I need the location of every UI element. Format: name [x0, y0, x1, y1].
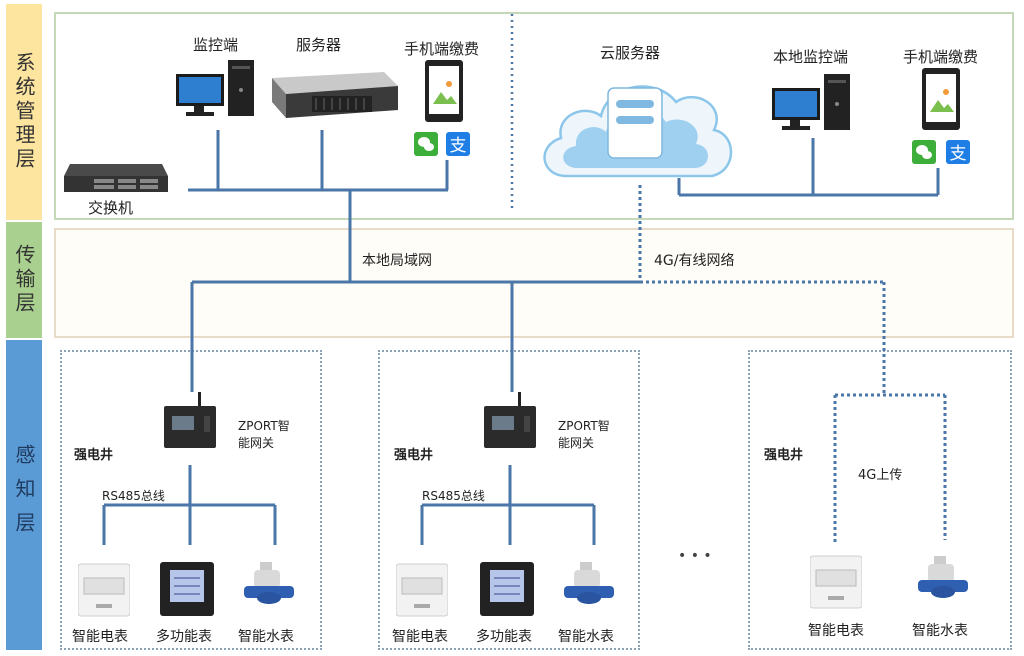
g2-gateway-icon	[484, 392, 540, 458]
g2-gateway-label: ZPORT智 能网关	[558, 418, 610, 452]
g2-device-label-2: 多功能表	[476, 629, 532, 645]
g1-gateway-icon	[164, 392, 220, 458]
g2-smart-electric-meter-icon	[395, 560, 449, 622]
g1-device-label-3: 智能水表	[238, 629, 294, 645]
cloud-mobile-phone-icon	[922, 68, 962, 134]
wan-label: 4G/有线网络	[654, 253, 735, 269]
g3-location-label: 强电井	[764, 448, 804, 463]
g2-device-label-1: 智能电表	[392, 629, 448, 645]
g1-gateway-label-line2: 能网关	[238, 436, 275, 450]
layer-label-management-text: 系统管理层	[12, 52, 36, 172]
g1-location-label: 强电井	[74, 448, 114, 463]
more-groups-ellipsis: • • •	[678, 548, 712, 564]
layer-label-management: 系统管理层	[6, 4, 42, 220]
g2-multifunction-meter-icon	[480, 562, 534, 620]
cloud-mobile-payment-label: 手机端缴费	[903, 48, 979, 66]
management-panel	[54, 12, 1014, 220]
layer-label-sensing: 感知层	[6, 340, 42, 650]
g1-multifunction-meter-icon	[160, 562, 214, 620]
cloud-alipay-icon: 支	[946, 140, 970, 168]
sensing-group-2	[378, 350, 640, 650]
svg-text:支: 支	[950, 144, 967, 164]
monitor-label: 监控端	[193, 36, 239, 54]
sensing-group-3	[748, 350, 1012, 650]
local-monitor-pc-icon	[772, 74, 852, 136]
g2-gateway-label-line2: 能网关	[558, 436, 595, 450]
g2-bus-label: RS485总线	[422, 489, 485, 503]
g1-smart-water-meter-icon	[244, 562, 294, 614]
g3-device-label-1: 智能电表	[808, 623, 864, 639]
rack-server-icon	[272, 72, 398, 126]
svg-text:支: 支	[450, 136, 467, 156]
g1-device-label-1: 智能电表	[72, 629, 128, 645]
monitor-pc-icon	[176, 60, 256, 122]
lan-label: 本地局域网	[362, 253, 432, 269]
g3-device-label-2: 智能水表	[912, 623, 968, 639]
g1-bus-label: RS485总线	[102, 489, 165, 503]
g2-smart-water-meter-icon	[564, 562, 614, 614]
switch-label: 交换机	[88, 199, 134, 217]
mobile-phone-icon	[425, 60, 465, 126]
layer-label-sensing-text: 感知层	[12, 444, 36, 546]
g3-uplink-label: 4G上传	[858, 468, 903, 483]
alipay-icon: 支	[446, 132, 470, 160]
g1-gateway-label: ZPORT智 能网关	[238, 418, 290, 452]
g1-smart-electric-meter-icon	[77, 560, 131, 622]
g3-smart-water-meter-icon	[918, 556, 968, 608]
g2-gateway-label-line1: ZPORT智	[558, 419, 610, 433]
g1-device-label-2: 多功能表	[156, 629, 212, 645]
local-monitor-label: 本地监控端	[773, 48, 849, 66]
g3-smart-electric-meter-icon	[809, 552, 863, 614]
network-switch-icon	[64, 164, 168, 200]
g1-gateway-label-line1: ZPORT智	[238, 419, 290, 433]
cloud-server-label: 云服务器	[600, 44, 661, 62]
server-label: 服务器	[296, 36, 342, 54]
layer-label-transport: 传输层	[6, 222, 42, 338]
layer-label-transport-text: 传输层	[12, 244, 36, 316]
cloud-wechat-icon	[912, 140, 936, 168]
g2-location-label: 强电井	[394, 448, 434, 463]
g2-device-label-3: 智能水表	[558, 629, 614, 645]
wechat-icon	[414, 132, 438, 160]
cloud-server-icon	[536, 66, 742, 188]
mobile-payment-label: 手机端缴费	[404, 40, 480, 58]
